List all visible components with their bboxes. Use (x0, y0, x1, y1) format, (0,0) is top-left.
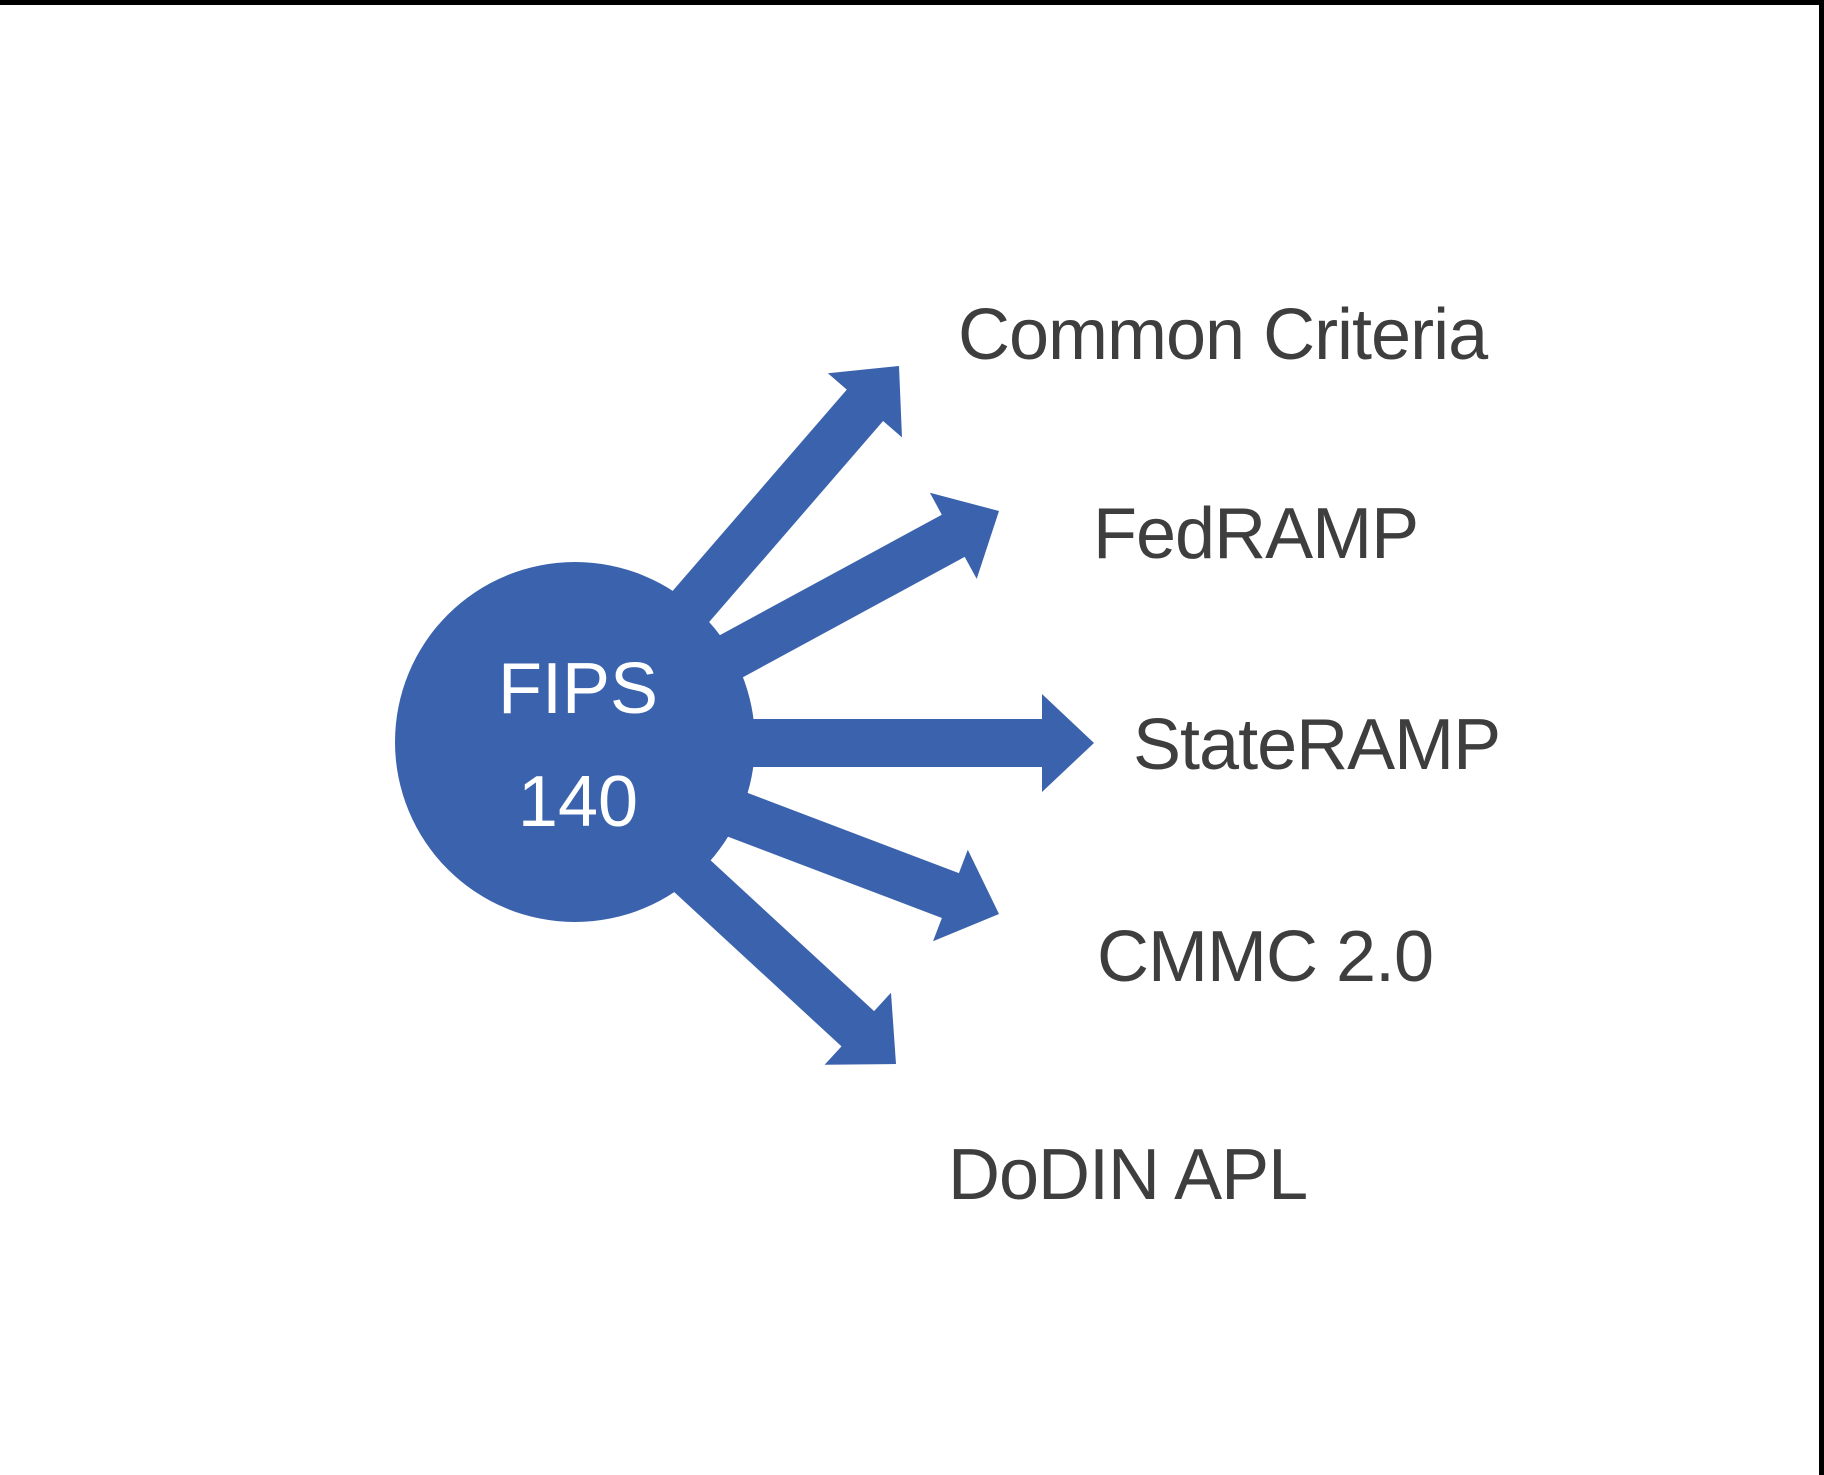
label-dodin-apl: DoDIN APL (948, 1135, 1308, 1215)
arrow-dodin-apl (634, 820, 896, 1065)
fips-140-node-label-line2: 140 (518, 762, 638, 842)
right-border-bar (1819, 0, 1824, 1475)
arrows-group (634, 366, 1094, 1065)
label-fedramp: FedRAMP (1093, 494, 1419, 574)
top-border-bar (0, 0, 1824, 5)
label-cmmc-2-0: CMMC 2.0 (1097, 917, 1434, 997)
arrow-common-criteria (636, 366, 902, 664)
arrow-stateramp (695, 694, 1094, 792)
label-common-criteria: Common Criteria (958, 295, 1488, 375)
fips-140-node-label-line1: FIPS (498, 649, 658, 729)
label-stateramp: StateRAMP (1133, 705, 1501, 785)
arrow-cmmc-2-0 (674, 771, 999, 942)
arrow-fedramp (670, 492, 999, 705)
